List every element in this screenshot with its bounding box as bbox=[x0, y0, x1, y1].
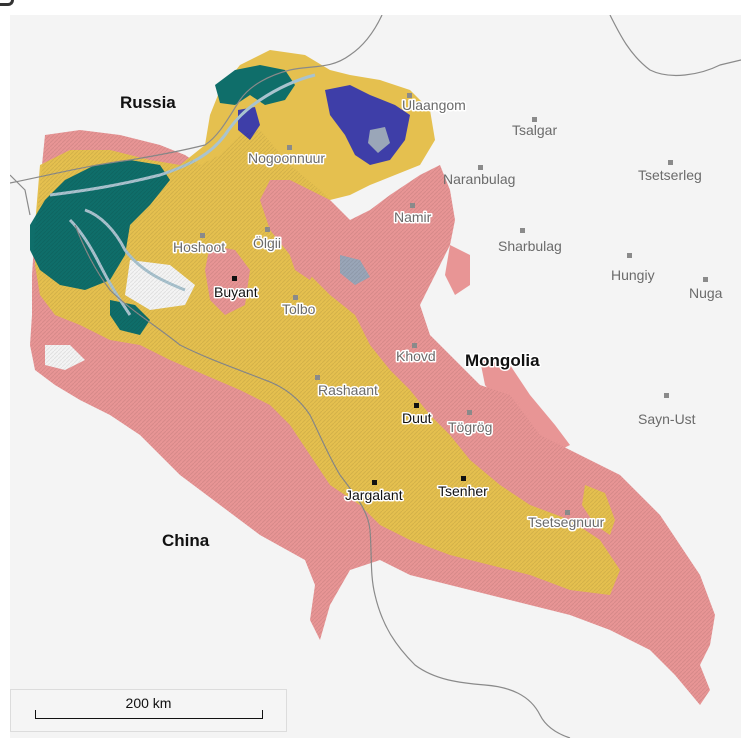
border-northeast bbox=[609, 15, 741, 76]
scale-bar-label: 200 km bbox=[125, 695, 172, 711]
place-label-hungiy: Hungiy bbox=[611, 267, 655, 283]
scale-bar-line bbox=[35, 710, 263, 719]
marker-namir[interactable] bbox=[410, 203, 415, 208]
elevation-zone-low-island bbox=[480, 360, 570, 455]
map-canvas[interactable]: Russia Mongolia China Ulaangom Tsalgar N… bbox=[10, 15, 741, 738]
place-label-tsetsegnuur: Tsetsegnuur bbox=[528, 514, 605, 530]
place-label-rashaant: Rashaant bbox=[318, 382, 378, 398]
marker-naranbulag[interactable] bbox=[478, 165, 483, 170]
marker-tsetserleg[interactable] bbox=[668, 160, 673, 165]
marker-nuga[interactable] bbox=[703, 277, 708, 282]
corner-fragment-icon bbox=[0, 0, 14, 6]
place-label-hoshoot: Hoshoot bbox=[173, 239, 225, 255]
place-label-jargalant: Jargalant bbox=[345, 487, 403, 503]
elevation-zone-peak bbox=[325, 85, 410, 165]
marker-tsenher[interactable] bbox=[461, 476, 466, 481]
place-label-tsalgar: Tsalgar bbox=[512, 122, 557, 138]
border-west-edge bbox=[10, 174, 31, 216]
place-label-ulaangom: Ulaangom bbox=[402, 97, 466, 113]
marker-rashaant[interactable] bbox=[315, 375, 320, 380]
place-label-togrog: Tögrög bbox=[448, 419, 492, 435]
terrain-texture bbox=[30, 130, 715, 705]
place-label-sayn-ust: Sayn-Ust bbox=[638, 411, 696, 427]
place-label-tsenher: Tsenher bbox=[438, 483, 488, 499]
place-label-sharbulag: Sharbulag bbox=[498, 238, 562, 254]
place-label-naranbulag: Naranbulag bbox=[443, 171, 515, 187]
place-label-nogoonnuur: Nogoonnuur bbox=[248, 150, 325, 166]
marker-tsetsegnuur[interactable] bbox=[565, 510, 570, 515]
place-label-tolbo: Tolbo bbox=[282, 301, 316, 317]
marker-jargalant[interactable] bbox=[372, 480, 377, 485]
marker-sayn-ust[interactable] bbox=[664, 393, 669, 398]
city-markers bbox=[200, 93, 708, 515]
marker-ulaangom[interactable] bbox=[407, 93, 412, 98]
marker-duut[interactable] bbox=[414, 403, 419, 408]
place-label-nuga: Nuga bbox=[689, 285, 723, 301]
place-label-tsetserleg: Tsetserleg bbox=[638, 167, 702, 183]
marker-buyant[interactable] bbox=[232, 276, 237, 281]
marker-hungiy[interactable] bbox=[627, 253, 632, 258]
map-frame[interactable]: Russia Mongolia China Ulaangom Tsalgar N… bbox=[10, 15, 741, 738]
marker-sharbulag[interactable] bbox=[520, 228, 525, 233]
marker-khovd[interactable] bbox=[412, 343, 417, 348]
marker-tsalgar[interactable] bbox=[532, 117, 537, 122]
place-label-olgii: Ölgii bbox=[253, 234, 281, 251]
place-label-duut: Duut bbox=[402, 410, 432, 426]
place-label-khovd: Khovd bbox=[396, 348, 436, 364]
place-label-buyant: Buyant bbox=[214, 284, 258, 300]
marker-hoshoot[interactable] bbox=[200, 233, 205, 238]
marker-nogoonnuur[interactable] bbox=[287, 145, 292, 150]
marker-togrog[interactable] bbox=[467, 410, 472, 415]
scale-bar-panel: 200 km bbox=[10, 689, 287, 732]
country-label-russia: Russia bbox=[120, 93, 176, 112]
marker-olgii[interactable] bbox=[265, 227, 270, 232]
marker-tolbo[interactable] bbox=[293, 295, 298, 300]
country-label-china: China bbox=[162, 531, 210, 550]
elevation-zone-low-island bbox=[445, 245, 470, 295]
snow-patch bbox=[368, 127, 390, 153]
place-label-namir: Namir bbox=[394, 209, 432, 225]
country-label-mongolia: Mongolia bbox=[465, 351, 540, 370]
